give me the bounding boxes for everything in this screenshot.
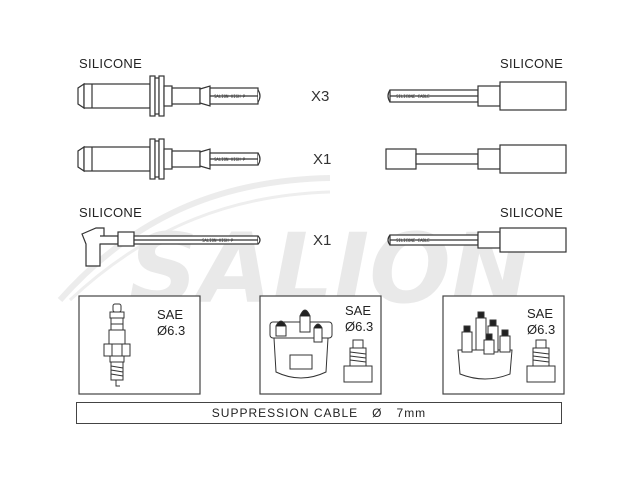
silicone-label-top-left: SILICONE: [79, 56, 143, 71]
row1-multiplier: X3: [311, 88, 330, 105]
terminal-boot-icon: [343, 339, 373, 383]
terminal-boot-2-icon: [526, 339, 556, 383]
caption-diameter-symbol: Ø: [372, 406, 383, 420]
box2-size: Ø6.3: [345, 319, 374, 334]
row1-left-wire-print: SALION HIGH P: [214, 94, 246, 99]
spark-plug-icon: [103, 303, 131, 387]
box2-spec: SAE Ø6.3: [345, 303, 373, 335]
box2-standard: SAE: [345, 303, 372, 318]
row2-multiplier: X1: [313, 151, 332, 168]
row2-right-connector: [385, 144, 567, 174]
box-spark-plug: [78, 295, 201, 395]
row2-left-connector: [77, 138, 261, 180]
box1-standard: SAE: [157, 307, 184, 322]
row1-left-connector: [77, 75, 261, 117]
row3-right-connector: [387, 227, 567, 253]
row2-left-wire-print: SALION HIGH P: [214, 157, 246, 162]
silicone-label-mid-right: SILICONE: [500, 205, 564, 220]
row3-right-wire-print: SILICONE CABLE: [396, 238, 430, 243]
box3-size: Ø6.3: [527, 322, 556, 337]
row1-right-wire-print: SILICONE CABLE: [396, 94, 430, 99]
box3-standard: SAE: [527, 306, 554, 321]
row3-left-connector: [81, 227, 261, 267]
row3-multiplier: X1: [313, 232, 332, 249]
suppression-cable-caption: SUPPRESSION CABLE Ø 7mm: [76, 402, 562, 424]
distributor-cap-2-icon: [457, 311, 513, 380]
row1-right-connector: [387, 81, 567, 111]
distributor-cap-icon: [269, 309, 333, 379]
box1-size: Ø6.3: [157, 323, 186, 338]
silicone-label-mid-left: SILICONE: [79, 205, 143, 220]
box1-spec: SAE Ø6.3: [157, 307, 185, 339]
row3-left-wire-print: SALION HIGH P: [202, 238, 234, 243]
silicone-label-top-right: SILICONE: [500, 56, 564, 71]
caption-value: 7mm: [396, 406, 427, 420]
caption-text: SUPPRESSION CABLE: [211, 406, 359, 420]
box3-spec: SAE Ø6.3: [527, 306, 555, 338]
